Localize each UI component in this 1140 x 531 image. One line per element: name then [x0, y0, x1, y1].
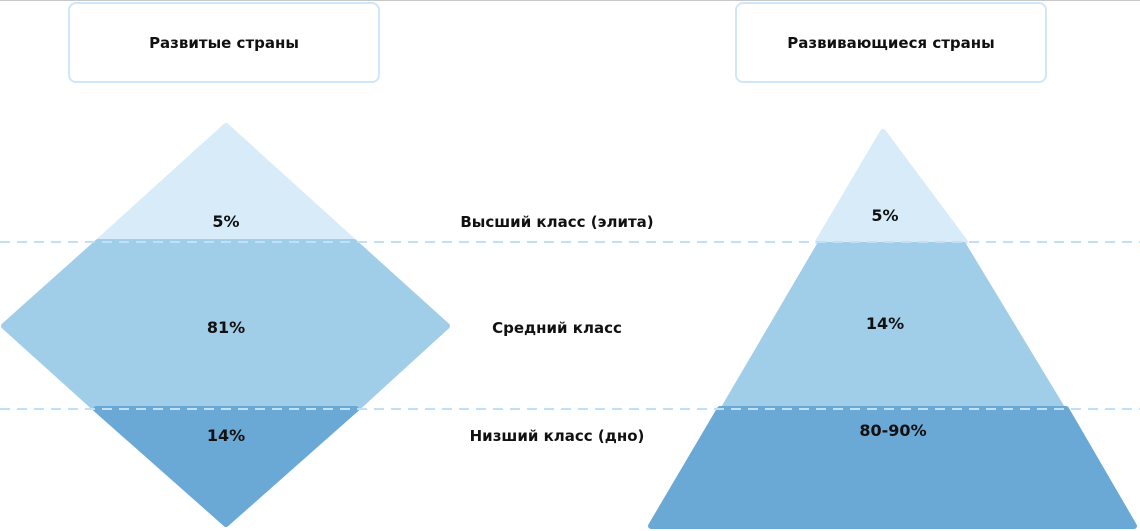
developing-lower-band	[648, 406, 1137, 529]
top-divider	[0, 0, 1140, 1]
developing-countries-label: Развивающиеся страны	[787, 33, 995, 52]
developing-middle-percent: 14%	[866, 314, 904, 333]
developed-lower-percent: 14%	[207, 426, 245, 445]
developing-lower-percent: 80-90%	[859, 421, 926, 440]
developed-countries-label: Развитые страны	[149, 33, 299, 52]
developing-middle-band	[720, 242, 1066, 409]
developing-upper-band	[815, 129, 968, 245]
middle-class-label: Средний класс	[492, 319, 622, 337]
developed-upper-percent: 5%	[212, 212, 239, 231]
developed-countries-header: Развитые страны	[68, 2, 380, 83]
lower-class-label: Низший класс (дно)	[470, 427, 645, 445]
developing-countries-header: Развивающиеся страны	[735, 2, 1047, 83]
developing-upper-percent: 5%	[871, 206, 898, 225]
developed-diamond	[1, 123, 450, 527]
developed-middle-percent: 81%	[207, 318, 245, 337]
upper-class-label: Высший класс (элита)	[460, 213, 653, 231]
developing-pyramid	[648, 129, 1137, 529]
